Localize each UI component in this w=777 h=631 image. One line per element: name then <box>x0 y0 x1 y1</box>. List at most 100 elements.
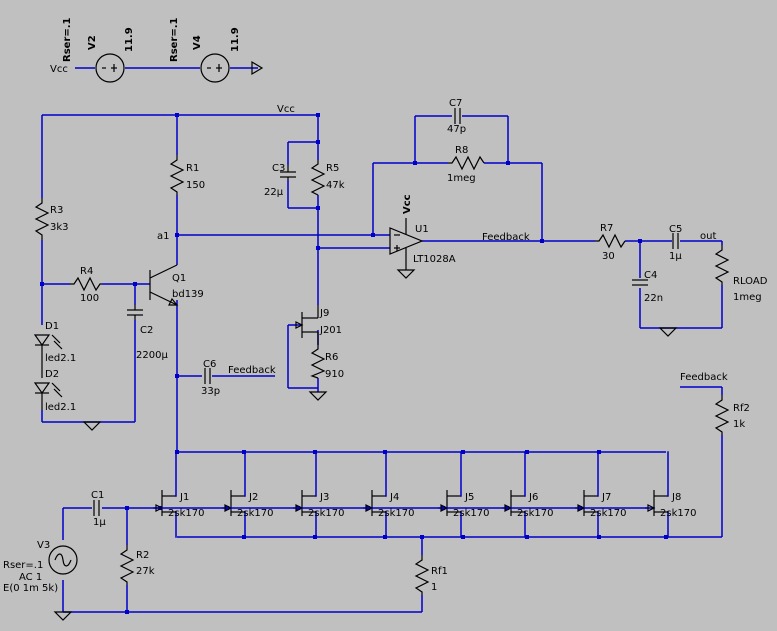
c7-value: 47p <box>447 124 466 135</box>
jfet-8-ref: J8 <box>671 492 681 503</box>
r5-value: 47k <box>326 180 345 191</box>
c5-capacitor <box>672 233 679 249</box>
d1-ref: D1 <box>45 321 59 332</box>
r8-resistor <box>448 155 485 171</box>
j9-jfet <box>295 305 319 345</box>
r7-ref: R7 <box>600 223 613 234</box>
rload-ref: RLOAD <box>733 276 768 287</box>
r5-ref: R5 <box>326 163 339 174</box>
v4-ref: V4 <box>192 35 203 50</box>
u1-opamp <box>389 218 424 270</box>
r3-value: 3k3 <box>50 222 69 233</box>
a1-net-label: a1 <box>157 231 170 242</box>
jfet-7-ref: J7 <box>601 492 611 503</box>
jfet-3: J3 2sk170 <box>230 451 344 538</box>
r6-ref: R6 <box>325 352 338 363</box>
jfet-7-value: 2sk170 <box>590 508 626 519</box>
r2-ref: R2 <box>136 550 149 561</box>
r1-value: 150 <box>186 180 205 191</box>
j9-ref: J9 <box>319 308 329 319</box>
jfet-6-ref: J6 <box>528 492 538 503</box>
c2-value: 2200µ <box>136 350 168 361</box>
c4-ref: C4 <box>644 270 657 281</box>
r7-value: 30 <box>602 251 615 262</box>
main-wires <box>41 114 723 613</box>
v4-value: 11.9 <box>230 27 241 52</box>
rf1-ref: Rf1 <box>431 566 448 577</box>
jfet-8-value: 2sk170 <box>660 508 696 519</box>
c2-ref: C2 <box>140 325 153 336</box>
jfet-array: J12sk170J22sk170J32sk170J42sk170J52sk170… <box>153 451 696 538</box>
q1-value: bd139 <box>172 289 204 300</box>
r6-value: 910 <box>325 369 344 380</box>
jfet-1-ref: J1 <box>179 492 189 503</box>
jfet-6-value: 2sk170 <box>517 508 553 519</box>
v2-rser: Rser=.1 <box>62 17 73 62</box>
v3-rser: Rser=.1 <box>3 560 43 571</box>
d1-led <box>33 334 63 378</box>
jfet-3-ref: J3 <box>319 492 329 503</box>
v2-value: 11.9 <box>124 27 135 52</box>
jfet-3-value: 2sk170 <box>308 508 344 519</box>
rf1-resistor <box>414 555 430 595</box>
rf2-ref: Rf2 <box>733 403 750 414</box>
d2-led <box>33 382 63 410</box>
jfet-4-ref: J4 <box>389 492 399 503</box>
ground-arrow <box>251 60 264 76</box>
v3-ac: AC 1 <box>19 572 42 583</box>
rload-value: 1meg <box>733 292 762 303</box>
v3-ref: V3 <box>37 540 50 551</box>
c5-ref: C5 <box>669 224 682 235</box>
rload-resistor <box>714 245 730 285</box>
v3-source <box>48 545 78 575</box>
r5-resistor <box>310 160 326 196</box>
jfet-5-ref: J5 <box>464 492 474 503</box>
rf2-resistor <box>714 395 730 435</box>
jfet-4-value: 2sk170 <box>378 508 414 519</box>
u1-vcc-label: Vcc <box>402 194 413 214</box>
c2-capacitor <box>127 305 143 320</box>
jfet-2-value: 2sk170 <box>237 508 273 519</box>
jfet-5: J5 2sk170 <box>371 451 489 538</box>
c7-capacitor <box>454 108 461 124</box>
c4-capacitor <box>632 279 648 286</box>
r4-resistor <box>70 276 102 292</box>
r2-value: 27k <box>136 566 155 577</box>
feedback-label-rf2: Feedback <box>680 372 728 383</box>
r7-resistor <box>595 233 626 249</box>
c5-value: 1µ <box>669 251 682 262</box>
r1-resistor <box>169 155 185 195</box>
feedback-label-c6: Feedback <box>228 365 276 376</box>
v2-source <box>95 53 125 83</box>
q1-transistor <box>149 264 179 306</box>
out-label: out <box>700 231 716 242</box>
r6-resistor <box>310 345 326 379</box>
jfet-8: J8 2sk170 <box>583 451 696 538</box>
d2-value: led2.1 <box>45 402 76 413</box>
r4-value: 100 <box>80 293 99 304</box>
j9-value: J201 <box>319 325 342 336</box>
r4-ref: R4 <box>80 266 93 277</box>
r3-ref: R3 <box>50 205 63 216</box>
c7-ref: C7 <box>449 98 462 109</box>
c1-capacitor <box>93 500 100 516</box>
jfet-7: J7 2sk170 <box>510 451 626 538</box>
c6-ref: C6 <box>203 359 216 370</box>
r8-ref: R8 <box>455 145 468 156</box>
c3-capacitor <box>280 165 296 180</box>
d1-value: led2.1 <box>45 353 76 364</box>
c3-ref: C3 <box>272 163 285 174</box>
c4-value: 22n <box>644 293 663 304</box>
v4-source <box>200 53 230 83</box>
feedback-label-opamp: Feedback <box>482 232 530 243</box>
c6-value: 33p <box>201 386 220 397</box>
jfet-4: J4 2sk170 <box>301 451 414 538</box>
c3-value: 22µ <box>264 187 284 198</box>
c6-capacitor <box>204 368 211 384</box>
r1-ref: R1 <box>186 163 199 174</box>
v4-rser: Rser=.1 <box>169 17 180 62</box>
r8-value: 1meg <box>447 173 476 184</box>
jfet-5-value: 2sk170 <box>453 508 489 519</box>
